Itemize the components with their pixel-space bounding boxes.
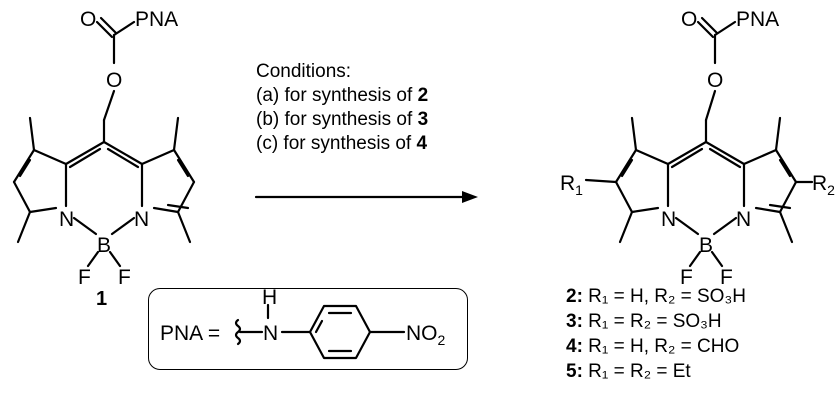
product-atom-f-right: F [720,266,733,289]
product-caption-3: 3: R₁ = R₂ = SO₃H [566,311,722,332]
product-caption-4: 4: R₁ = H, R₂ = CHO [566,336,740,357]
product-structure [584,16,814,268]
atom-f-left: F [78,266,91,289]
atom-n-right: N [134,208,149,231]
r2-label: R2 [812,172,835,198]
squiggle-attachment [234,318,242,346]
starting-material-label: 1 [96,288,108,310]
atom-f-right: F [118,266,131,289]
pna-definition-atoms: PNA = H N NO2 [160,286,446,348]
pna-lhs: PNA = [160,322,220,345]
product-atom-o-carbonyl: O [681,8,697,31]
substituent-label: PNA [135,8,178,31]
product-caption-5: 5: R₁ = R₂ = Et [566,361,691,382]
product-atom-o-ester: O [707,69,723,92]
pna-nitro: NO2 [406,322,446,348]
reaction-arrow [254,191,478,203]
conditions-heading: Conditions: [256,61,352,82]
atom-o-ester: O [106,69,122,92]
starting-material-atoms: O PNA O N N B F F [59,8,178,289]
condition-b: (b) for synthesis of 3 [256,109,429,130]
product-atoms: O PNA O N N B F F R1 R2 [560,8,835,289]
pna-definition-box [148,288,468,370]
r1-label: R1 [560,172,583,198]
product-atom-b: B [699,234,713,257]
starting-material-structure [12,16,196,268]
product-atom-f-left: F [680,266,693,289]
atom-b: B [97,234,111,257]
product-substituent-label: PNA [736,8,779,31]
condition-c: (c) for synthesis of 4 [256,133,428,154]
pna-nh-h: H [262,286,277,309]
pna-definition-structure [234,303,406,360]
product-caption-2: 2: R₁ = H, R₂ = SO₃H [566,286,746,307]
atom-o-carbonyl: O [80,8,96,31]
product-atom-n-right: N [736,208,751,231]
condition-a: (a) for synthesis of 2 [256,85,429,106]
pna-nh-n: N [263,322,278,345]
atom-n-left: N [59,208,74,231]
product-atom-n-left: N [661,208,676,231]
